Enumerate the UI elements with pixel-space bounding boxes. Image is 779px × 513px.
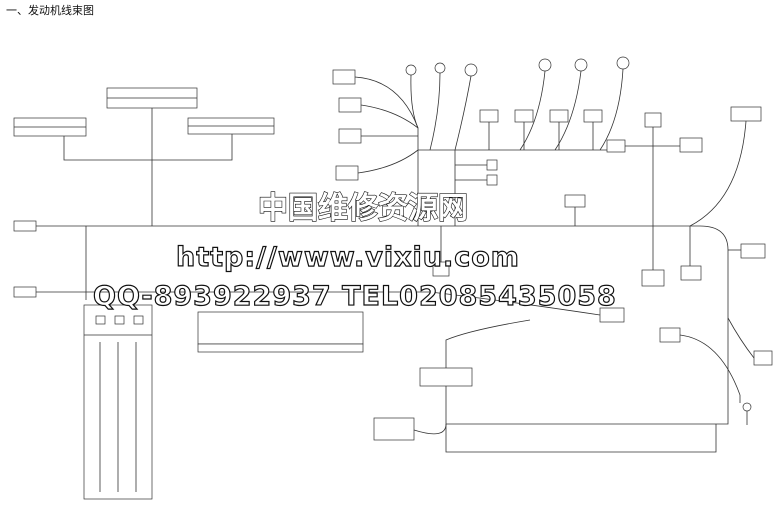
watermark-url: http://www.vixiu.com xyxy=(176,242,520,273)
injector-harness xyxy=(417,56,762,227)
bottom-connectors xyxy=(373,318,729,453)
watermark-title: 中国维修资源网 xyxy=(258,191,468,226)
left-connector-bottom xyxy=(13,286,37,298)
diagnostic-connectors xyxy=(13,87,275,226)
left-connector-top xyxy=(13,220,37,232)
right-sensors xyxy=(429,226,773,425)
watermark-contact: QQ-893922937 TEL02085435058 xyxy=(93,281,617,312)
upper-components xyxy=(332,62,478,181)
page-title: 一、发动机线束图 xyxy=(6,3,94,17)
watermark: 中国维修资源网 http://www.vixiu.com QQ-89392293… xyxy=(92,190,617,312)
center-relays xyxy=(432,150,586,277)
ecu-connector-block xyxy=(197,311,364,353)
fuse-relay-box xyxy=(83,304,153,500)
